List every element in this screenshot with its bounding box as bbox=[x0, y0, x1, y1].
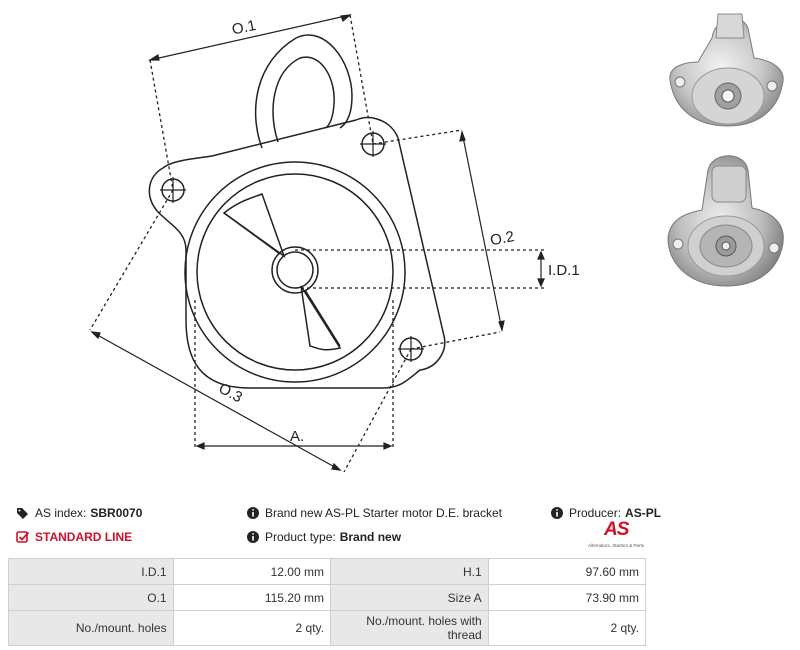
label-id1: I.D.1 bbox=[548, 262, 580, 279]
spec-label: I.D.1 bbox=[8, 558, 174, 585]
label-o1: O.1 bbox=[230, 17, 257, 39]
shaft-outer bbox=[271, 246, 319, 294]
info-icon bbox=[247, 531, 259, 543]
product-type: Product type: Brand new bbox=[246, 530, 401, 544]
tags-icon bbox=[17, 508, 28, 519]
label-a: A. bbox=[290, 428, 304, 445]
bore-outer bbox=[184, 161, 406, 383]
window-upper bbox=[222, 192, 286, 259]
spec-label: No./mount. holes bbox=[8, 610, 174, 646]
producer-label: Producer: bbox=[569, 506, 622, 520]
window-lower bbox=[300, 285, 342, 351]
spec-value: 73.90 mm bbox=[487, 584, 647, 611]
info-icon bbox=[551, 507, 563, 519]
spec-label: No./mount. holes with thread bbox=[329, 610, 489, 646]
product-type-label: Product type: bbox=[265, 530, 336, 544]
spec-label: Size A bbox=[329, 584, 489, 611]
specs-table: I.D.1 12.00 mm H.1 97.60 mm O.1 115.20 m… bbox=[8, 558, 647, 646]
logo-tagline: Alternators, Starters & Parts bbox=[588, 543, 645, 548]
label-o2: O.2 bbox=[489, 228, 516, 249]
as-index: AS index: SBR0070 bbox=[16, 506, 142, 520]
spec-value: 12.00 mm bbox=[172, 558, 331, 585]
as-index-value: SBR0070 bbox=[90, 506, 143, 520]
spec-value: 97.60 mm bbox=[487, 558, 647, 585]
spec-value: 2 qty. bbox=[487, 610, 647, 646]
bore-inner bbox=[196, 173, 394, 371]
product-photo-top bbox=[669, 13, 784, 127]
checkbox-checked-icon bbox=[16, 531, 30, 543]
table-row: No./mount. holes 2 qty. No./mount. holes… bbox=[8, 610, 647, 646]
producer: Producer: AS-PL bbox=[550, 506, 661, 520]
lifting-eye bbox=[254, 34, 353, 149]
product-type-value: Brand new bbox=[339, 530, 402, 544]
table-row: O.1 115.20 mm Size A 73.90 mm bbox=[8, 584, 647, 611]
product-description: Brand new AS-PL Starter motor D.E. brack… bbox=[246, 506, 502, 520]
table-row: I.D.1 12.00 mm H.1 97.60 mm bbox=[8, 558, 647, 585]
logo-mark: AS bbox=[604, 519, 629, 540]
as-pl-logo: AS Alternators, Starters & Parts bbox=[588, 519, 650, 551]
standard-line: STANDARD LINE bbox=[16, 530, 132, 544]
technical-drawing: O.1 O.2 I.D.1 O.3 A. bbox=[89, 14, 580, 473]
as-index-label: AS index: bbox=[35, 506, 87, 520]
spec-value: 115.20 mm bbox=[172, 584, 331, 611]
shaft-inner bbox=[276, 251, 314, 289]
product-description-text: Brand new AS-PL Starter motor D.E. brack… bbox=[265, 506, 502, 520]
product-photo-bottom bbox=[667, 155, 784, 287]
spec-value: 2 qty. bbox=[172, 610, 331, 646]
producer-value: AS-PL bbox=[625, 506, 662, 520]
standard-line-label: STANDARD LINE bbox=[35, 530, 133, 544]
info-icon bbox=[247, 507, 259, 519]
spec-label: H.1 bbox=[329, 558, 489, 585]
lifting-eye-inner bbox=[272, 56, 335, 143]
spec-label: O.1 bbox=[8, 584, 174, 611]
